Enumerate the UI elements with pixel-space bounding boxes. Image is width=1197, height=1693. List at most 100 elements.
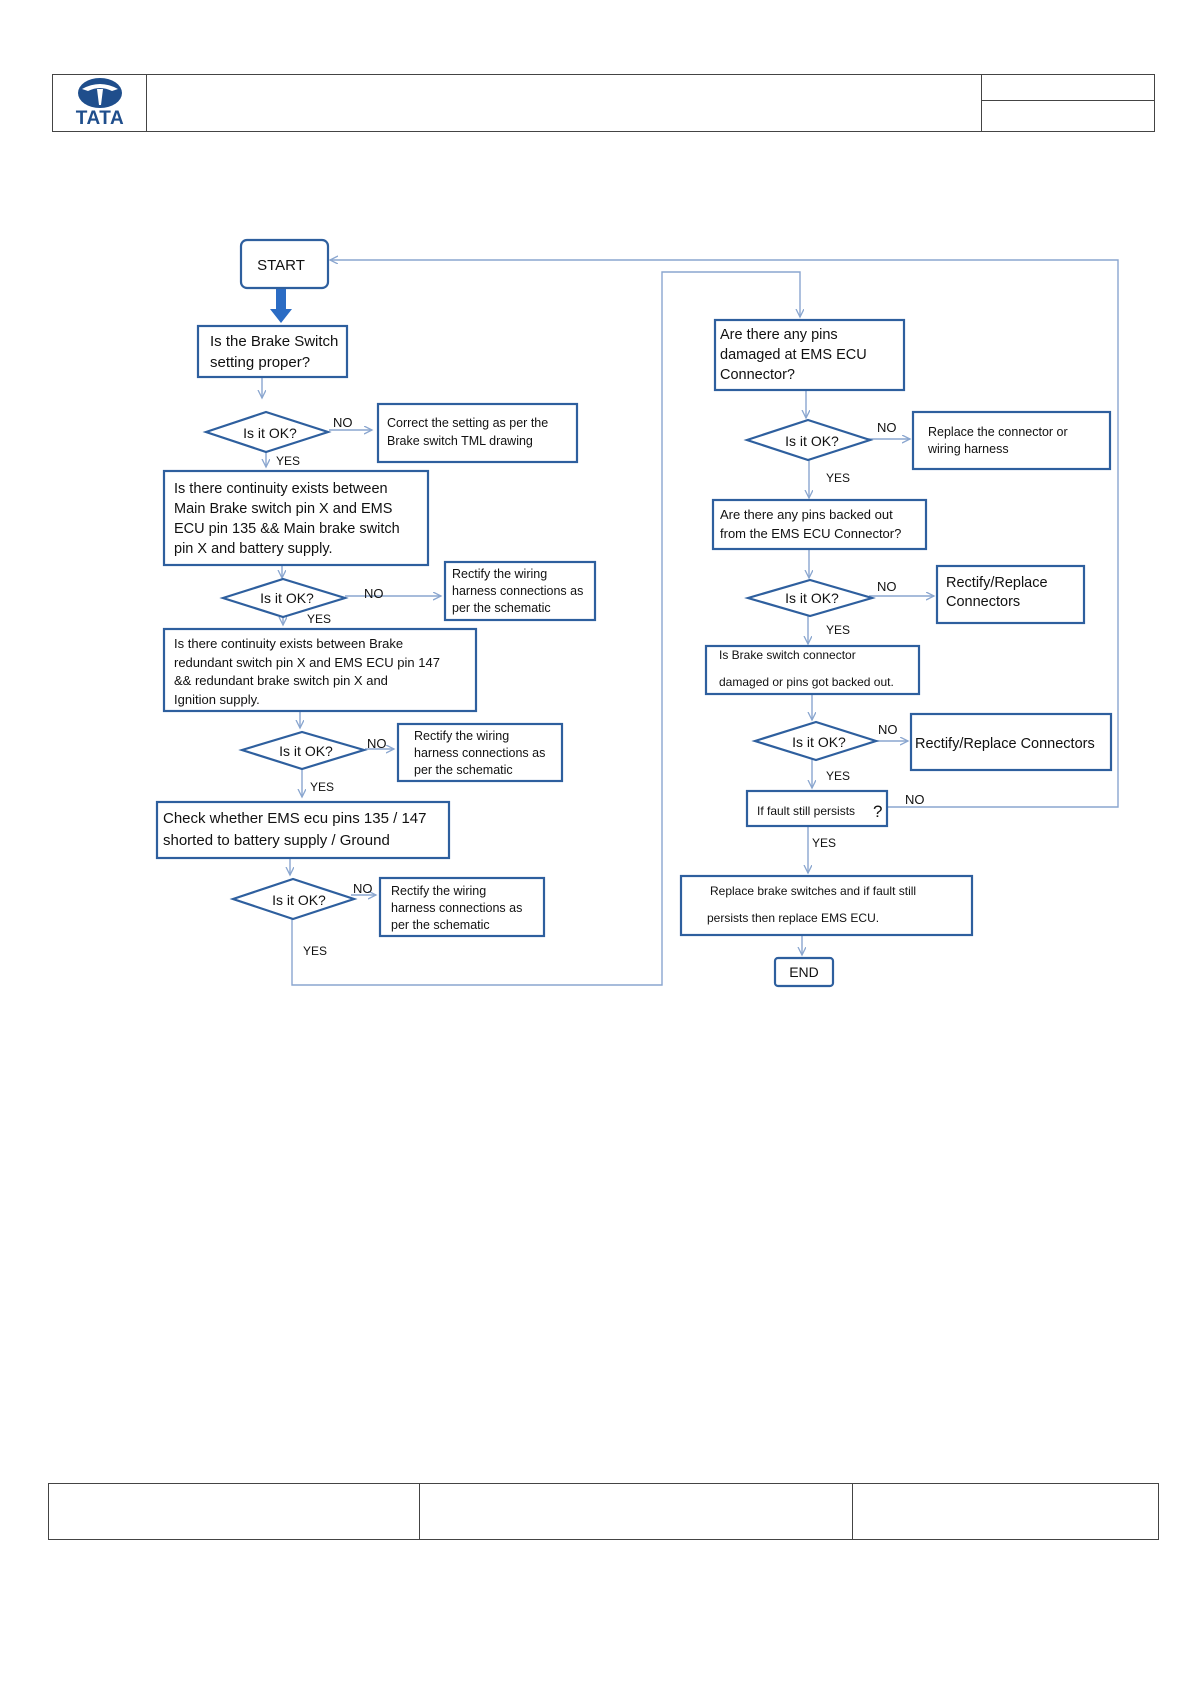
a4-line-3: per the schematic [391, 918, 490, 932]
action-box-a6: Rectify/Replace Connectors [935, 564, 1086, 625]
q8-no-label: NO [905, 792, 925, 807]
action-box-a1: Correct the setting as per the Brake swi… [376, 402, 579, 464]
a1-line-1: Correct the setting as per the [387, 416, 548, 430]
q8-question-mark: ? [873, 802, 882, 821]
start-terminal: START [239, 238, 330, 290]
a2-line-3: per the schematic [452, 601, 551, 615]
d1-yes-label: YES [276, 454, 300, 468]
a6-line-1: Rectify/Replace [946, 575, 1048, 591]
q1-line-2: setting proper? [210, 354, 310, 371]
action-box-a2: Rectify the wiring harness connections a… [443, 560, 597, 622]
action-box-a4: Rectify the wiring harness connections a… [378, 876, 546, 938]
process-box-q3: Is there continuity exists between Brake… [162, 627, 478, 713]
decision-d5: Is it OK? [743, 418, 874, 462]
q2-line-2: Main Brake switch pin X and EMS [174, 501, 392, 517]
process-box-q8: If fault still persists ? [745, 789, 889, 828]
d2-label: Is it OK? [260, 590, 314, 606]
d6-no-label: NO [877, 579, 897, 594]
decision-d2: Is it OK? [219, 577, 349, 619]
d2-no-label: NO [364, 586, 384, 601]
d2-yes-label: YES [307, 612, 331, 626]
decision-d1: Is it OK? [202, 410, 332, 454]
q2-line-1: Is there continuity exists between [174, 481, 388, 497]
d7-no-label: NO [878, 722, 898, 737]
footer-left [49, 1484, 420, 1539]
d6-label: Is it OK? [785, 590, 839, 606]
process-box-q6: Are there any pins backed out from the E… [711, 498, 928, 551]
action-box-a7: Rectify/Replace Connectors [909, 712, 1113, 772]
d5-no-label: NO [877, 420, 897, 435]
q2-line-3: ECU pin 135 && Main brake switch [174, 521, 400, 537]
process-box-q4: Check whether EMS ecu pins 135 / 147 sho… [155, 800, 451, 860]
d6-yes-label: YES [826, 623, 850, 637]
a3-line-3: per the schematic [414, 763, 513, 777]
connectors [262, 260, 1119, 986]
a3-line-2: harness connections as [414, 746, 545, 760]
a5-line-2: wiring harness [927, 442, 1009, 456]
logo-text: TATA [75, 108, 125, 129]
q4-line-2: shorted to battery supply / Ground [163, 832, 390, 849]
d1-label: Is it OK? [243, 425, 297, 441]
a5-line-1: Replace the connector or [928, 425, 1068, 439]
q2-line-4: pin X and battery supply. [174, 541, 333, 557]
process-box-q7: Is Brake switch connector damaged or pin… [704, 644, 921, 696]
q1-line-1: Is the Brake Switch [210, 333, 338, 350]
q6-line-1: Are there any pins backed out [720, 507, 893, 522]
d7-label: Is it OK? [792, 734, 846, 750]
q7-line-2: damaged or pins got backed out. [719, 675, 894, 689]
d4-yes-label: YES [303, 944, 327, 958]
header-table: TATA [52, 74, 1155, 132]
d1-no-label: NO [333, 415, 353, 430]
decision-d3: Is it OK? [238, 730, 368, 771]
d3-yes-label: YES [310, 780, 334, 794]
decision-d7: Is it OK? [751, 720, 880, 762]
q8-label: If fault still persists [757, 804, 855, 818]
final-line-2: persists then replace EMS ECU. [707, 911, 879, 925]
footer-table [48, 1483, 1159, 1540]
process-box-final: Replace brake switches and if fault stil… [679, 874, 974, 937]
q7-line-1: Is Brake switch connector [719, 648, 856, 662]
process-box-q1: Is the Brake Switch setting proper? [196, 324, 349, 379]
q8-yes-label: YES [812, 836, 836, 850]
decision-d6: Is it OK? [744, 578, 876, 618]
action-box-a5: Replace the connector or wiring harness [911, 410, 1112, 471]
a1-line-2: Brake switch TML drawing [387, 434, 533, 448]
q3-line-3: && redundant brake switch pin X and [174, 673, 388, 688]
a3-line-1: Rectify the wiring [414, 729, 509, 743]
d4-label: Is it OK? [272, 892, 326, 908]
q4-line-1: Check whether EMS ecu pins 135 / 147 [163, 810, 426, 827]
a4-line-2: harness connections as [391, 901, 522, 915]
a2-line-2: harness connections as [452, 584, 583, 598]
d3-no-label: NO [367, 736, 387, 751]
q3-line-2: redundant switch pin X and EMS ECU pin 1… [174, 655, 440, 670]
q5-line-2: damaged at EMS ECU [720, 347, 867, 363]
q5-line-3: Connector? [720, 367, 795, 383]
q6-line-2: from the EMS ECU Connector? [720, 526, 901, 541]
d5-yes-label: YES [826, 471, 850, 485]
decision-d4: Is it OK? [229, 877, 358, 921]
start-label: START [257, 257, 305, 274]
header-title [147, 75, 982, 131]
d4-no-label: NO [353, 881, 373, 896]
tata-emblem-icon [78, 78, 122, 108]
process-box-q5: Are there any pins damaged at EMS ECU Co… [713, 318, 906, 392]
action-box-a3: Rectify the wiring harness connections a… [396, 722, 564, 783]
q3-line-4: Ignition supply. [174, 692, 260, 707]
q3-line-1: Is there continuity exists between Brake [174, 636, 403, 651]
final-line-1: Replace brake switches and if fault stil… [710, 884, 916, 898]
d5-label: Is it OK? [785, 433, 839, 449]
header-right-top [982, 75, 1154, 101]
footer-right [852, 1484, 1158, 1539]
d7-yes-label: YES [826, 769, 850, 783]
tata-logo: TATA [53, 75, 147, 131]
a6-line-2: Connectors [946, 594, 1020, 610]
d3-label: Is it OK? [279, 743, 333, 759]
a2-line-1: Rectify the wiring [452, 567, 547, 581]
q5-line-1: Are there any pins [720, 327, 838, 343]
start-block-arrow [270, 289, 292, 323]
a4-line-1: Rectify the wiring [391, 884, 486, 898]
process-box-q2: Is there continuity exists between Main … [162, 469, 430, 567]
end-label: END [789, 964, 819, 980]
a7-label: Rectify/Replace Connectors [915, 736, 1095, 752]
